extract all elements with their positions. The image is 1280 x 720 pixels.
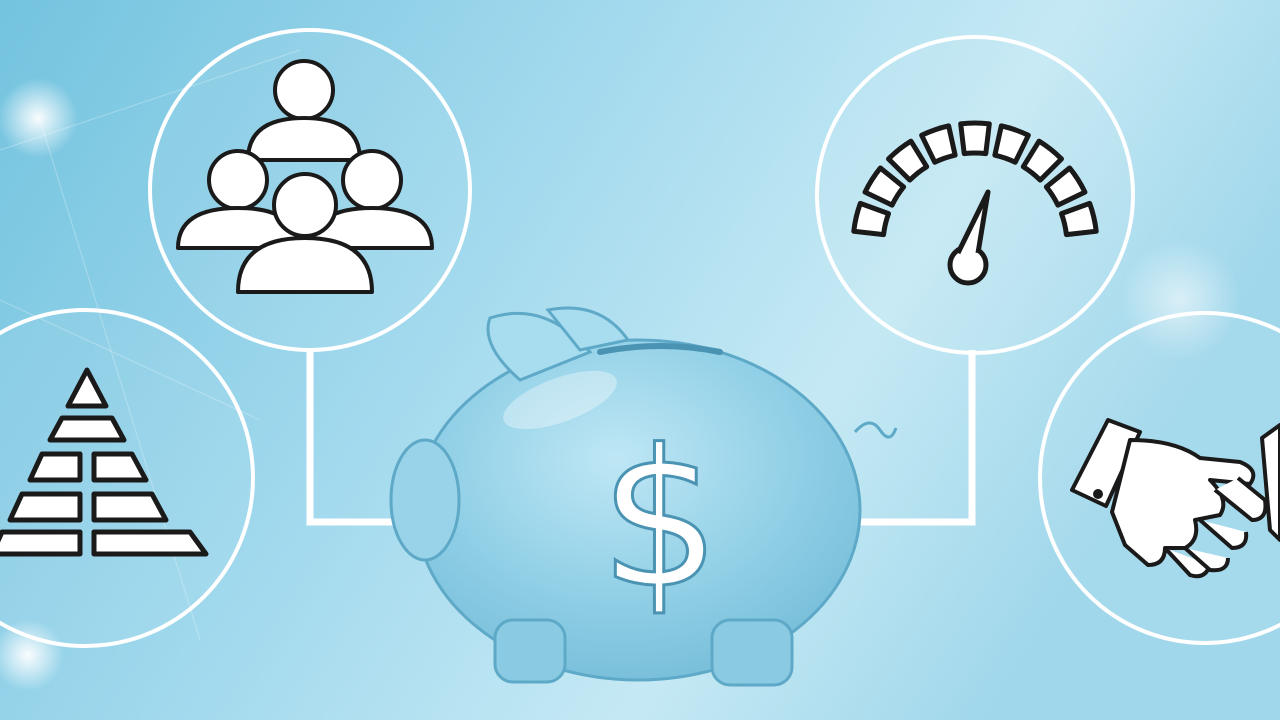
speedometer-circle (815, 35, 1135, 355)
light-glow (1120, 240, 1240, 360)
people-group-icon (176, 59, 434, 294)
piggy-leg (493, 618, 567, 684)
gauge-segment (1058, 200, 1099, 238)
piggy-highlight (503, 370, 617, 430)
gauge-segment (919, 123, 958, 165)
piggy-bank: $ (389, 306, 898, 687)
gauge-segment (992, 123, 1031, 165)
handshake-icon (1070, 418, 1280, 579)
connector-left (306, 350, 420, 526)
light-glow (0, 78, 78, 158)
speedometer-icon (851, 120, 1099, 286)
coin-slot (597, 343, 723, 355)
gauge-segment (862, 165, 907, 208)
gauge-segment (1020, 138, 1064, 183)
piggy-tail (853, 421, 898, 439)
gauge-segment (1043, 165, 1088, 208)
light-glow (0, 619, 64, 691)
piggy-leg (710, 618, 794, 687)
gauge-segment (886, 138, 930, 183)
gauge-segment (851, 200, 892, 238)
piggy-snout (389, 438, 461, 562)
pyramid-icon (0, 367, 209, 557)
piggy-ear (545, 306, 631, 352)
connector-right (860, 350, 976, 526)
dollar-symbol: $ (600, 409, 721, 630)
gauge-segment (958, 120, 992, 157)
